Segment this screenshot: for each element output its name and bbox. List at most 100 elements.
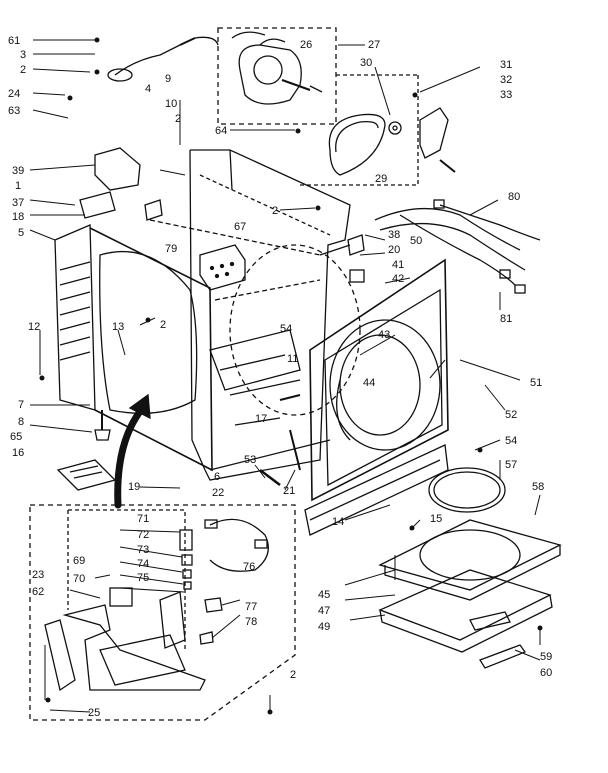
- callout-21: 21: [283, 485, 295, 497]
- callout-7: 7: [18, 399, 24, 411]
- callout-43: 43: [378, 329, 390, 341]
- callout-39: 39: [12, 165, 24, 177]
- callout-2: 2: [20, 64, 26, 76]
- callout-labels: 61 3 2 24 63 4 9 26 27 30 31 32 33 10 2 …: [8, 35, 552, 719]
- inset-arrow: [114, 393, 151, 509]
- callout-32: 32: [500, 74, 512, 86]
- callout-15: 15: [430, 513, 442, 525]
- timer-assembly: [179, 518, 269, 645]
- callout-8: 8: [18, 416, 24, 428]
- toe-panel: [304, 444, 449, 536]
- drum-glides: [259, 394, 301, 486]
- callout-77: 77: [245, 601, 257, 613]
- callout-49: 49: [318, 621, 330, 633]
- door-seal: [428, 467, 506, 513]
- door-handle: [479, 644, 527, 669]
- callout-11: 11: [287, 353, 298, 365]
- callout-37: 37: [12, 197, 24, 209]
- drum-opening: [229, 244, 361, 416]
- callout-2b: 2: [175, 113, 181, 125]
- callout-14: 14: [332, 516, 344, 528]
- callout-9: 9: [165, 73, 171, 85]
- callout-57: 57: [505, 459, 517, 471]
- base-tray: [209, 329, 301, 426]
- callout-2c: 2: [272, 205, 278, 217]
- idler-bracket: [419, 107, 456, 173]
- callout-76: 76: [243, 561, 255, 573]
- callout-78: 78: [245, 616, 257, 628]
- pulley-bracket-box: [300, 74, 419, 186]
- terminal-block: [94, 147, 141, 191]
- access-cover: [144, 199, 163, 221]
- callout-64: 64: [215, 125, 227, 137]
- idler-pulley: [388, 121, 402, 135]
- callout-5: 5: [18, 227, 24, 239]
- callout-26: 26: [300, 39, 312, 51]
- callout-38: 38: [388, 229, 400, 241]
- dryer-door: [378, 519, 562, 653]
- front-panel: [309, 258, 449, 502]
- callout-27: 27: [368, 39, 380, 51]
- cord-clamp: [79, 191, 116, 219]
- callout-67: 67: [234, 221, 246, 233]
- side-panel-left: [54, 224, 96, 411]
- callout-63: 63: [8, 105, 20, 117]
- callout-69: 69: [73, 555, 85, 567]
- callout-53: 53: [244, 454, 256, 466]
- callout-6: 6: [214, 471, 220, 483]
- heater-box: [199, 244, 246, 291]
- callout-70: 70: [73, 573, 85, 585]
- literature-card: [56, 459, 117, 491]
- callout-24: 24: [8, 88, 20, 100]
- callout-2d: 2: [160, 319, 166, 331]
- control-inset-box: [29, 504, 296, 721]
- callout-2e: 2: [290, 669, 296, 681]
- control-bracket: [44, 587, 206, 692]
- callout-74: 74: [137, 558, 149, 570]
- callout-65: 65: [10, 431, 22, 443]
- callout-81: 81: [500, 313, 512, 325]
- callout-22: 22: [212, 487, 224, 499]
- callout-33: 33: [500, 89, 512, 101]
- callout-4: 4: [145, 83, 151, 95]
- callout-1: 1: [15, 180, 21, 192]
- callout-79: 79: [165, 243, 177, 255]
- callout-58: 58: [532, 481, 544, 493]
- callout-73: 73: [137, 544, 149, 556]
- callout-47: 47: [318, 605, 330, 617]
- callout-18: 18: [12, 211, 24, 223]
- callout-62: 62: [32, 586, 44, 598]
- callout-17: 17: [255, 413, 267, 425]
- callout-72: 72: [137, 529, 149, 541]
- leveling-leg: [94, 410, 111, 441]
- callout-71: 71: [137, 513, 149, 525]
- power-cord: [107, 36, 219, 82]
- callout-51: 51: [530, 377, 542, 389]
- callout-61: 61: [8, 35, 20, 47]
- callout-60: 60: [540, 667, 552, 679]
- callout-29: 29: [375, 173, 387, 185]
- wiring-harness: [374, 199, 541, 294]
- callout-41: 41: [392, 259, 404, 271]
- cabinet: [149, 149, 351, 481]
- callout-13: 13: [112, 321, 124, 333]
- callout-25: 25: [88, 707, 100, 719]
- callout-54b: 54: [505, 435, 517, 447]
- callout-54: 54: [280, 323, 292, 335]
- callout-52: 52: [505, 409, 517, 421]
- callout-20: 20: [388, 244, 400, 256]
- callout-23: 23: [32, 569, 44, 581]
- screws: [39, 37, 543, 715]
- callout-12: 12: [28, 321, 40, 333]
- callout-59: 59: [540, 651, 552, 663]
- motor-box: [217, 27, 337, 125]
- callout-3: 3: [20, 49, 26, 61]
- callout-leaders: [29, 39, 541, 713]
- callout-50: 50: [410, 235, 422, 247]
- cabinet-left-wall: [89, 227, 213, 472]
- callout-75: 75: [137, 572, 149, 584]
- callout-44: 44: [363, 377, 375, 389]
- callout-16: 16: [12, 447, 24, 459]
